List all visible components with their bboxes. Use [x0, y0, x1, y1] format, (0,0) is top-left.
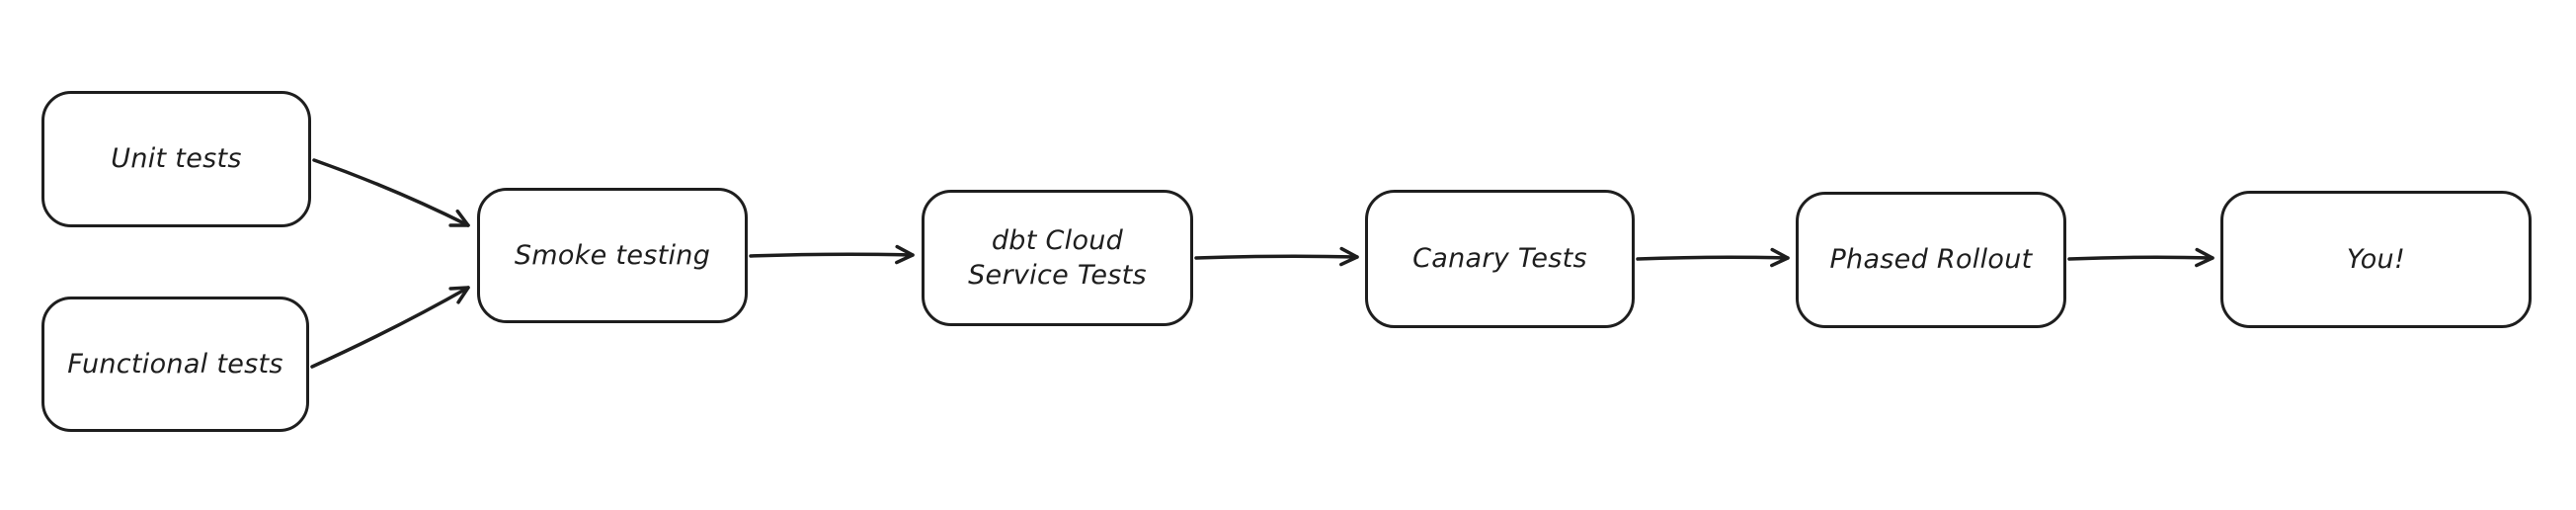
arrow-smoke-testing-to-dbt-cloud [749, 244, 915, 265]
node-phased-rollout-label: Phased Rollout [1829, 244, 2033, 276]
node-unit-tests: Unit tests [41, 91, 311, 227]
node-you: You! [2220, 191, 2532, 328]
node-unit-tests-label: Unit tests [111, 143, 242, 175]
arrow-phased-rollout-to-you [2067, 247, 2214, 268]
node-canary-tests-label: Canary Tests [1412, 243, 1587, 275]
node-you-label: You! [2346, 243, 2406, 275]
node-dbt-cloud-service-tests: dbt Cloud Service Tests [922, 190, 1193, 326]
node-smoke-testing: Smoke testing [477, 188, 748, 323]
arrow-canary-tests-to-phased-rollout [1636, 247, 1790, 268]
arrow-dbt-cloud-to-canary-tests [1194, 246, 1359, 267]
arrow-unit-tests-to-smoke-testing [312, 158, 470, 227]
node-canary-tests: Canary Tests [1365, 190, 1635, 328]
arrow-functional-tests-to-smoke-testing [310, 286, 470, 369]
node-dbt-cloud-service-tests-label: dbt Cloud Service Tests [968, 224, 1147, 291]
node-functional-tests-label: Functional tests [67, 348, 283, 380]
node-phased-rollout: Phased Rollout [1796, 192, 2066, 328]
node-functional-tests: Functional tests [41, 297, 309, 432]
node-smoke-testing-label: Smoke testing [514, 239, 711, 271]
